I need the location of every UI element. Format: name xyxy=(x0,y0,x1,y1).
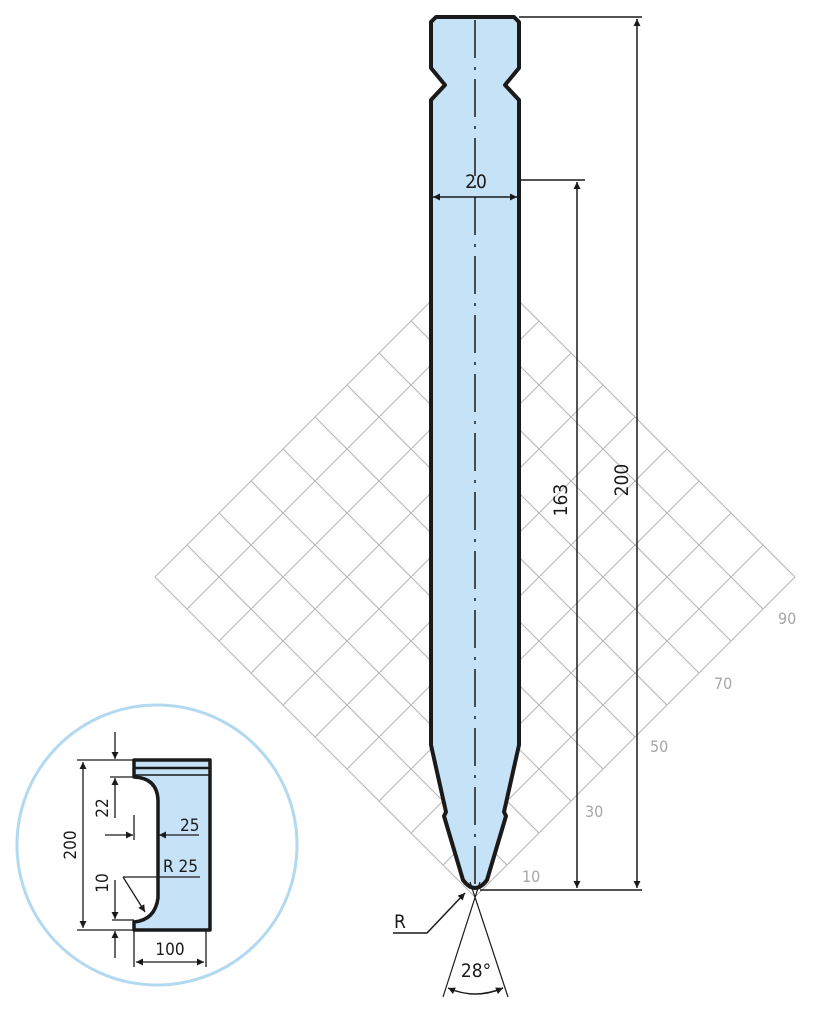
angle-line-left xyxy=(442,881,481,998)
inset-bottom-offset-dimension: 10 xyxy=(93,873,113,892)
radius-leader xyxy=(393,892,466,934)
inset-width-dimension: 100 xyxy=(155,940,184,960)
inset-radius-dimension: R 25 xyxy=(163,857,198,877)
grid-label-90: 90 xyxy=(778,609,796,628)
grid-label-30: 30 xyxy=(585,802,603,821)
inset-height-dimension: 200 xyxy=(61,830,81,859)
grid-label-50: 50 xyxy=(650,737,668,756)
profile-inset: 200 22 25 R 25 10 100 xyxy=(15,703,299,987)
grid-label-10: 10 xyxy=(522,867,540,886)
inset-depth-dimension: 25 xyxy=(180,816,199,836)
angle-arc xyxy=(447,987,504,995)
grid-labels: 10 30 50 70 90 xyxy=(522,609,796,886)
grid-label-70: 70 xyxy=(714,674,732,693)
radius-label: R xyxy=(394,911,406,933)
angle-label: 28° xyxy=(461,960,491,982)
angle-line-right xyxy=(469,881,509,998)
total-height-dimension: 200 xyxy=(611,464,633,497)
width-dimension: 20 xyxy=(465,171,487,193)
inset-top-offset-dimension: 22 xyxy=(93,798,113,817)
working-height-dimension: 163 xyxy=(550,484,572,517)
extension-lines xyxy=(480,16,642,891)
